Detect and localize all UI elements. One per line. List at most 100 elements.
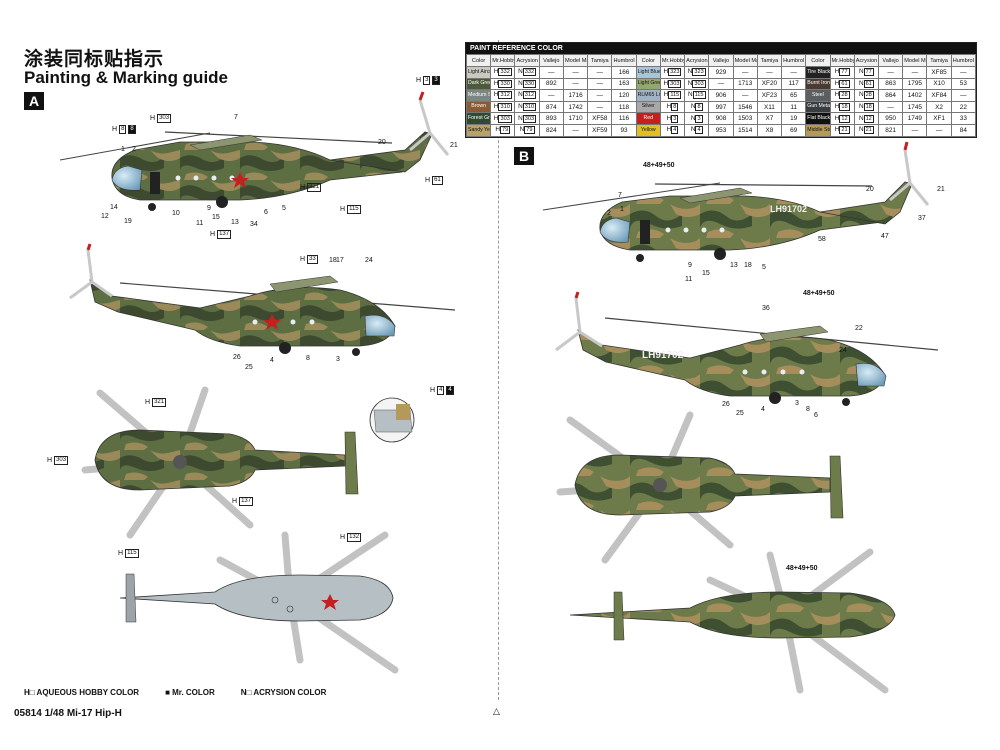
- part-number: 2: [132, 146, 136, 153]
- page-title: Painting & Marking guide: [24, 68, 229, 87]
- part-number: 34: [250, 221, 258, 228]
- color-swatch: RLM65 Light Blue: [635, 89, 661, 102]
- mm-code: —: [902, 123, 928, 137]
- part-number: 3: [336, 356, 340, 363]
- part-number: 21: [937, 186, 945, 193]
- column-header: Model Master: [902, 54, 928, 67]
- part-number: 4: [270, 357, 274, 364]
- color-swatch: Middle Stone: [805, 123, 831, 137]
- heli-a-side-left: [59, 91, 450, 211]
- part-number: 26: [722, 401, 730, 408]
- column-header: Color: [635, 54, 661, 67]
- part-number: 14: [110, 204, 118, 211]
- part-number: 11: [196, 220, 204, 227]
- part-number: 8: [806, 406, 810, 413]
- heli-a-side-right: [69, 243, 456, 356]
- part-number: 24: [839, 347, 847, 354]
- part-number: 8: [306, 355, 310, 362]
- column-header: Vallejo: [538, 54, 564, 67]
- humbrol-code: 84: [950, 123, 977, 137]
- legend-mr-color: ■ Mr. COLOR: [165, 688, 215, 697]
- section-a-marker: A: [24, 92, 44, 110]
- column-header: Acrysion: [514, 54, 540, 67]
- part-number: 6: [264, 209, 268, 216]
- heli-b-top: [556, 411, 844, 564]
- legend-aqueous: H□ AQUEOUS HOBBY COLOR: [24, 688, 140, 697]
- humbrol-code: 93: [611, 123, 637, 137]
- color-swatch: Flat Black: [805, 112, 831, 125]
- part-number: 20: [866, 186, 874, 193]
- part-number: 21: [450, 142, 458, 149]
- part-number: 4: [761, 406, 765, 413]
- part-number: 47: [881, 233, 889, 240]
- heli-b-bottom: [569, 548, 896, 694]
- column-header: Color: [805, 54, 831, 67]
- part-number: 9: [207, 205, 211, 212]
- part-number: 58: [818, 236, 826, 243]
- b-side-right-tail-number: LH91702: [642, 350, 684, 361]
- color-swatch: Steel: [805, 89, 831, 102]
- heli-b-side-right: LH91702: [555, 291, 939, 406]
- page-footer: 05814 1/48 Mi-17 Hip-H: [14, 708, 122, 719]
- heli-a-top: [81, 386, 415, 539]
- table-row: Forest GreenH303N3038931710XF58116RedH3N…: [465, 112, 977, 125]
- part-number: 37: [918, 215, 926, 222]
- part-number: 20: [378, 139, 386, 146]
- column-header: Tamiya: [756, 54, 783, 67]
- column-header: Mr.Hobby: [659, 54, 686, 67]
- part-number: 36: [762, 305, 770, 312]
- part-number: 1: [620, 206, 624, 213]
- column-header: Model Master: [562, 54, 589, 67]
- part-number: 7: [234, 114, 238, 121]
- color-swatch: Light Green: [635, 77, 661, 91]
- part-number: 25: [245, 364, 253, 371]
- color-legend: H□ AQUEOUS HOBBY COLOR ■ Mr. COLOR N□ AC…: [24, 688, 326, 697]
- part-number: 3: [795, 400, 799, 407]
- column-header: Humbrol: [950, 54, 977, 67]
- b-decal-label-bottom: 48+49+50: [786, 565, 818, 572]
- column-header: Tamiya: [587, 54, 613, 67]
- part-number: 5: [762, 264, 766, 271]
- part-number: 22: [855, 325, 863, 332]
- part-number: 17: [336, 257, 344, 264]
- color-swatch: Yellow: [635, 123, 661, 137]
- part-number: 7: [618, 192, 622, 199]
- legend-acrysion: N□ ACRYSION COLOR: [240, 688, 327, 697]
- paint-table-header: PAINT REFERENCE COLOR: [466, 43, 976, 54]
- column-header: Acrysion: [684, 54, 710, 67]
- part-number: 15: [702, 270, 710, 277]
- column-header: Color: [465, 54, 492, 67]
- b-side-tail-number: LH91702: [770, 204, 807, 214]
- part-number: 2: [607, 210, 611, 217]
- column-header: Tamiya: [926, 54, 952, 67]
- part-number: 18: [329, 257, 337, 264]
- heli-a-bottom: [119, 531, 399, 674]
- page-fold-line: [498, 40, 499, 700]
- column-header: Mr.Hobby: [490, 54, 516, 67]
- part-number: 10: [172, 210, 180, 217]
